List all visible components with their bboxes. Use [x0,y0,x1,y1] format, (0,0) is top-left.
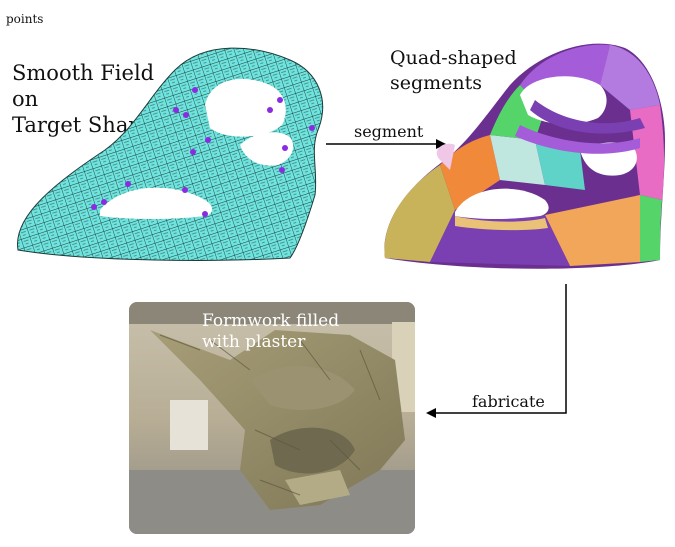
quad-segments-title: Quad-shaped segments [390,47,517,94]
smooth-field-mesh [17,47,324,261]
formwork-photo-caption: Formwork filled with plaster [202,311,340,352]
segment-arrow [326,139,446,149]
corner-label: points [6,12,44,26]
fabricate-arrow-label: fabricate [472,392,545,411]
fabricate-arrow [426,284,567,418]
formwork-photo [129,302,415,534]
quad-segments-shape [384,43,665,269]
feature-points [91,87,315,217]
segment-arrow-label: segment [354,122,424,141]
